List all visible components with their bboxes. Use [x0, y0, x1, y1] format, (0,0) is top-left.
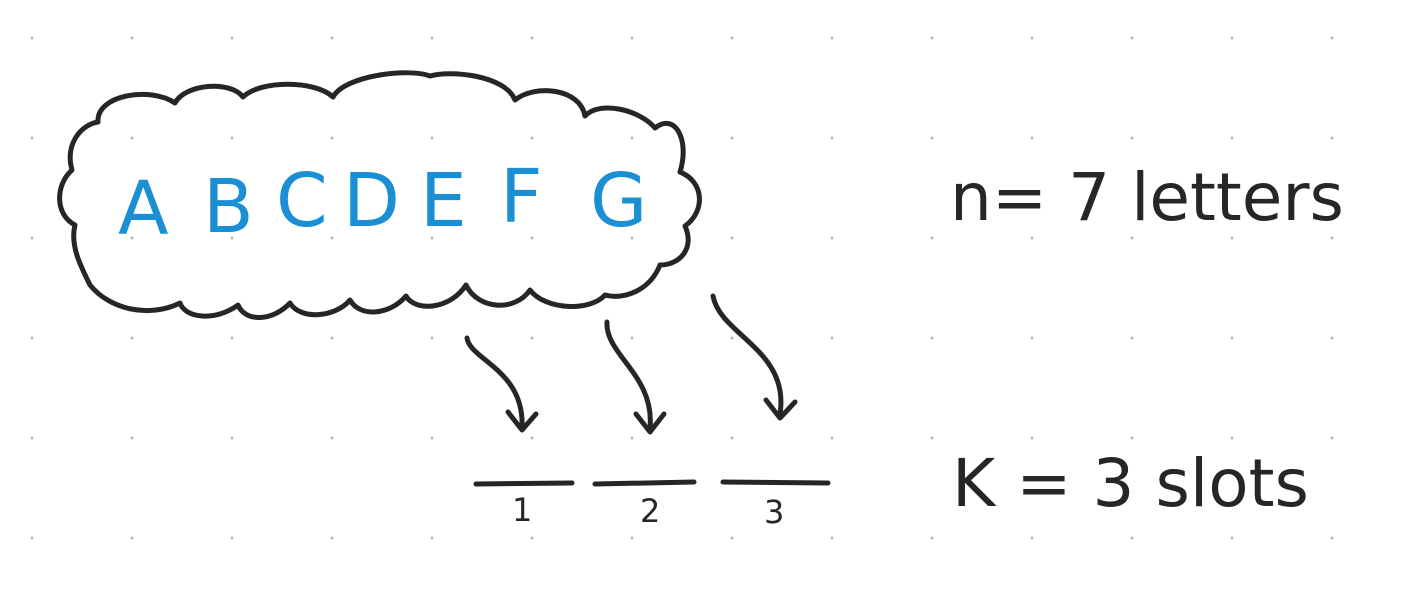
- letter-c: C: [276, 158, 328, 244]
- arrowhead-3: [763, 397, 798, 421]
- slot-number-2: 2: [640, 492, 660, 530]
- arrow-to-slot-3: [710, 293, 784, 417]
- slot-line-2: [592, 479, 697, 487]
- arrow-to-slot-2: [604, 319, 653, 431]
- letter-g: G: [590, 158, 647, 244]
- letter-a: A: [118, 166, 169, 252]
- cloud-outline: [57, 70, 702, 320]
- letter-f: F: [500, 154, 543, 240]
- letters-row: A B C D E F G: [118, 154, 647, 252]
- k-label: K = 3 slots: [952, 445, 1309, 522]
- slot-line-1: [473, 480, 575, 487]
- letter-d: D: [343, 158, 400, 244]
- arrows: [464, 293, 798, 435]
- slot-number-3: 3: [764, 493, 784, 531]
- arrowhead-1: [505, 409, 539, 433]
- slot-line-3: [720, 479, 831, 486]
- n-label: n= 7 letters: [950, 159, 1344, 236]
- slots: 1 2 3: [473, 479, 831, 531]
- slot-number-1: 1: [512, 491, 532, 529]
- letter-b: B: [203, 164, 254, 250]
- arrow-to-slot-1: [464, 335, 525, 431]
- letter-e: E: [420, 158, 467, 244]
- arrowhead-2: [633, 411, 667, 435]
